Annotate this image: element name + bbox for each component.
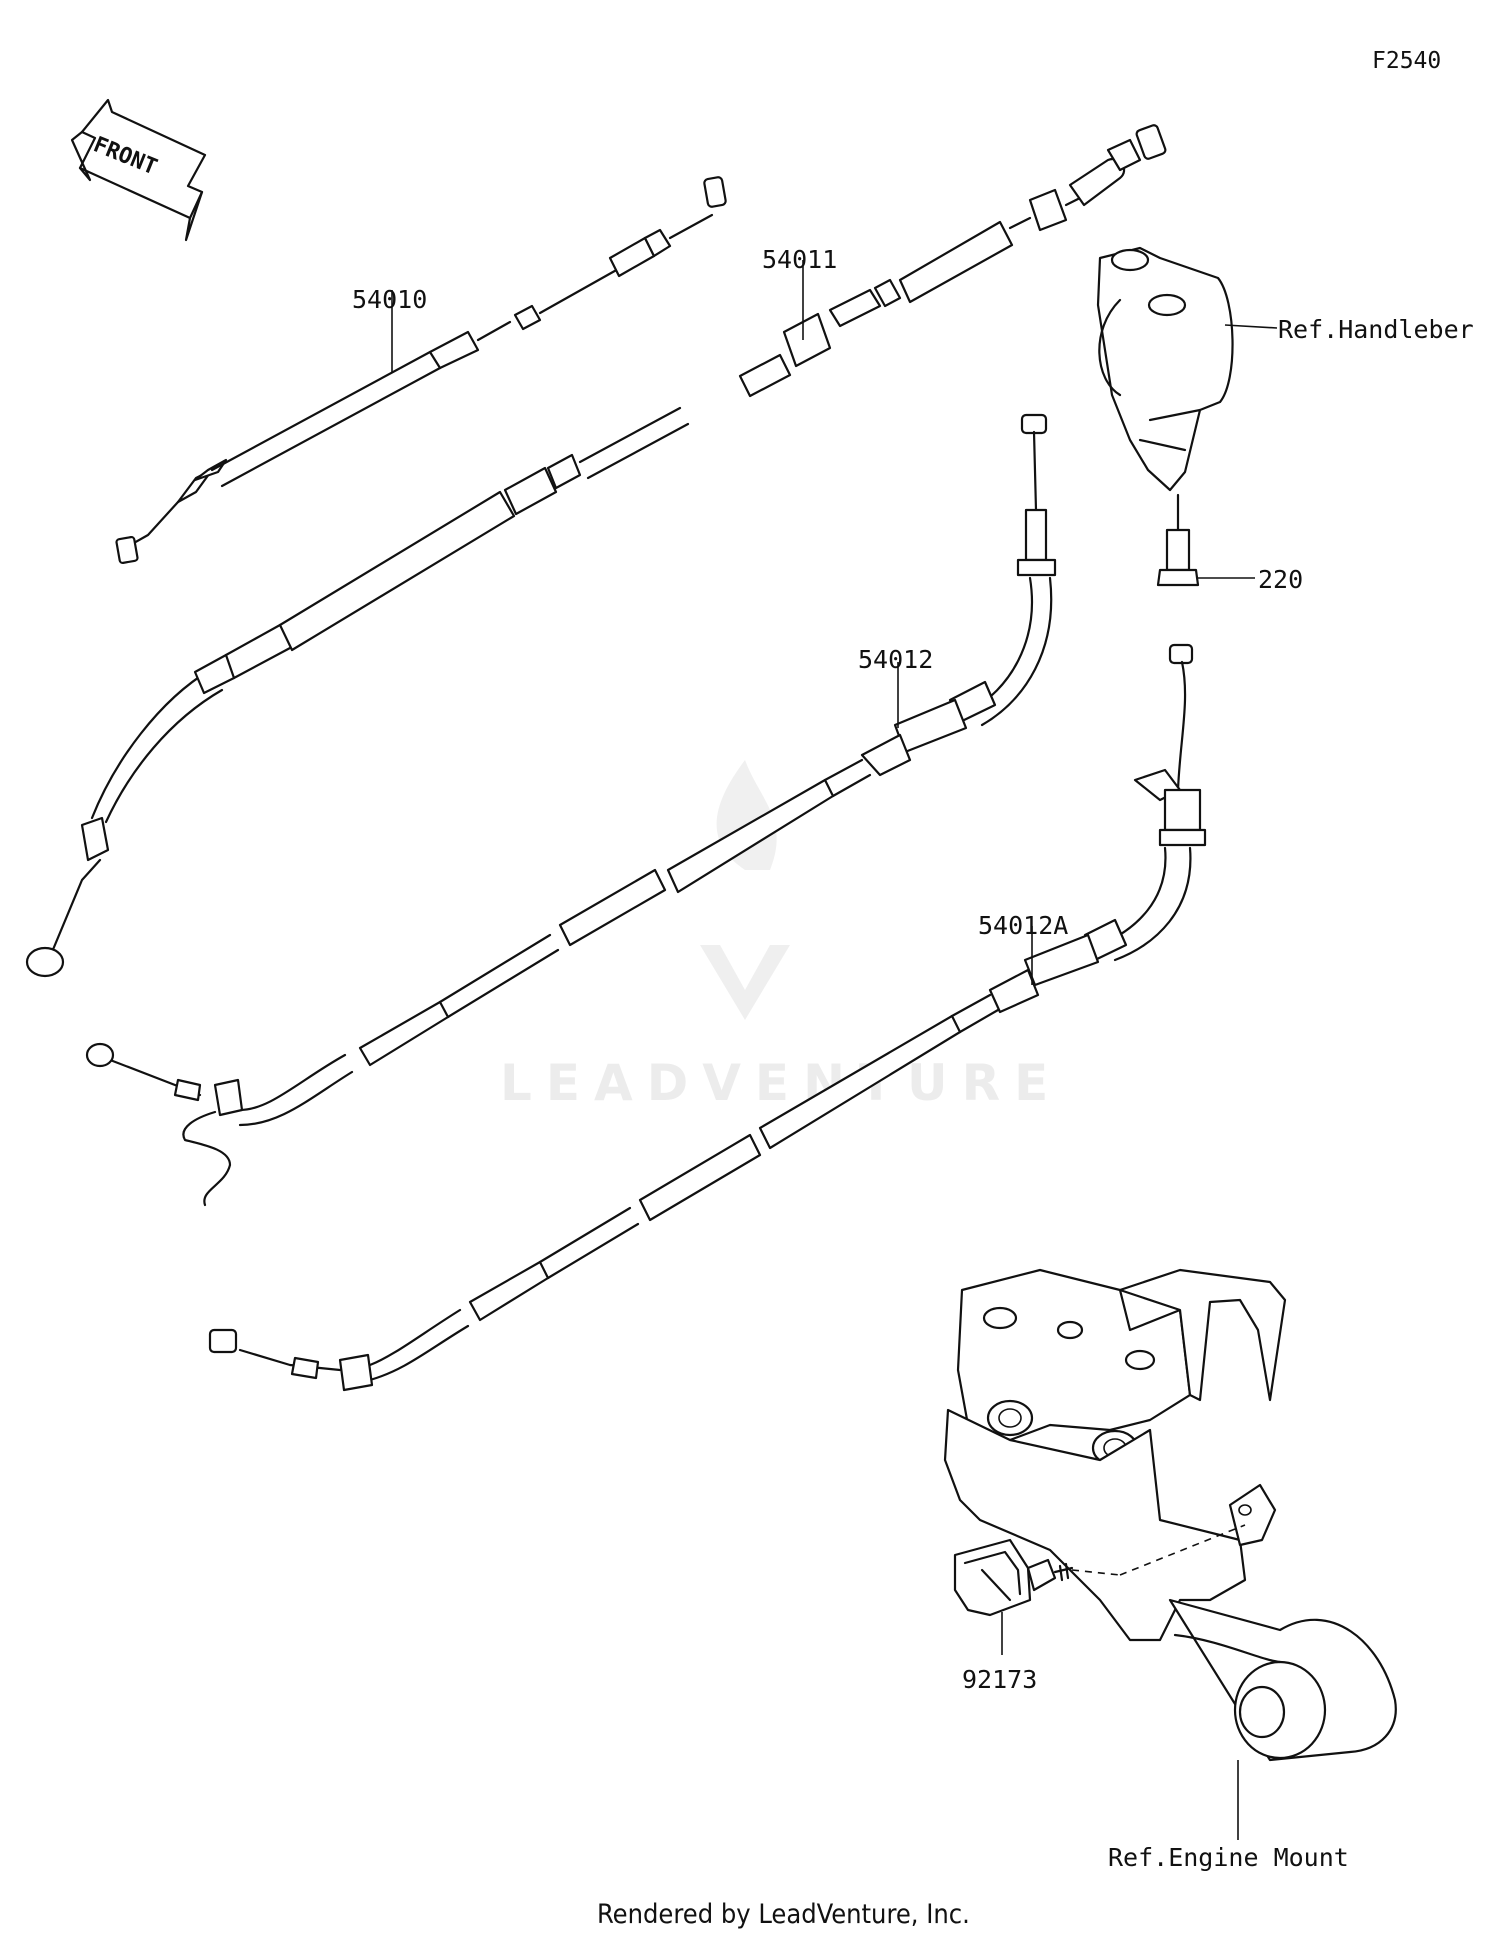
callout-ref-handlebar[interactable]: Ref.Handleber xyxy=(1278,315,1474,344)
callout-54012: 54012 xyxy=(858,645,933,674)
callout-54010: 54010 xyxy=(352,285,427,314)
bolt-220: 220 xyxy=(1156,493,1303,594)
callout-220: 220 xyxy=(1258,565,1303,594)
leadventure-watermark: LEADVENTURE xyxy=(500,760,1062,1112)
cable-54012A: 54012A xyxy=(208,643,1207,1392)
callout-54011: 54011 xyxy=(762,245,837,274)
cable-54011: 54011 xyxy=(25,124,1167,978)
cable-54012: 54012 xyxy=(85,413,1057,1207)
footer-credit: Rendered by LeadVenture, Inc. xyxy=(597,1899,970,1930)
watermark-text: LEADVENTURE xyxy=(500,1054,1062,1112)
handlebar-holder: Ref.Handleber xyxy=(1096,246,1474,492)
engine-mount: Ref.Engine Mount xyxy=(943,1268,1397,1872)
front-arrow-icon: FRONT xyxy=(70,98,207,242)
callout-92173: 92173 xyxy=(962,1665,1037,1694)
diagram-code: F2540 xyxy=(1372,48,1441,74)
callout-54012A: 54012A xyxy=(978,911,1068,940)
clamp-92173: 92173 xyxy=(953,1538,1121,1694)
cable-54010: 54010 xyxy=(115,176,727,565)
callout-ref-engine-mount[interactable]: Ref.Engine Mount xyxy=(1108,1843,1349,1872)
